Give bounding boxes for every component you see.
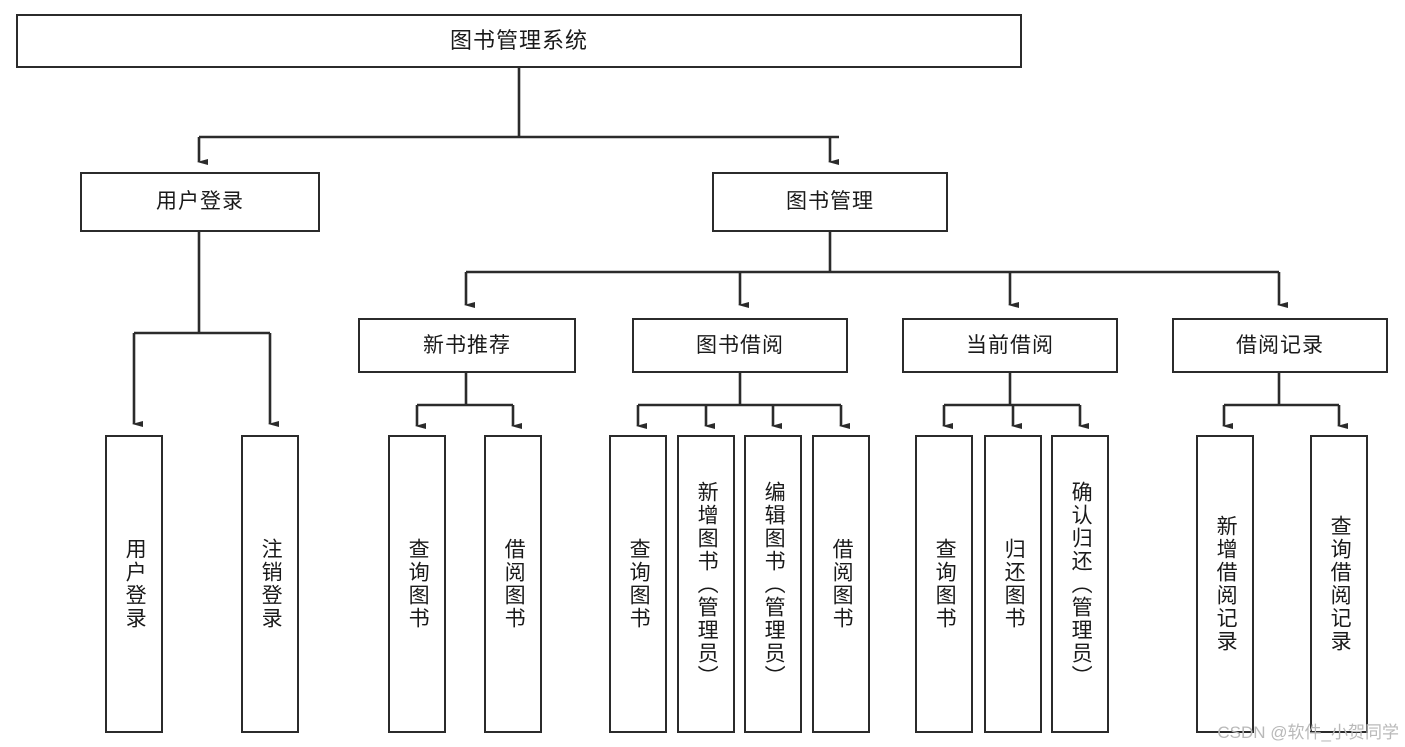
leaf-user-login-signout[interactable]: 注销登录 <box>241 435 299 733</box>
leaf-label: 查询图书 <box>933 538 957 630</box>
node-borrow-record[interactable]: 借阅记录 <box>1172 318 1388 373</box>
leaf-book-borrow-query[interactable]: 查询图书 <box>609 435 667 733</box>
leaf-label: 新增图书（管理员） <box>695 480 719 688</box>
node-current-borrow[interactable]: 当前借阅 <box>902 318 1118 373</box>
leaf-book-borrow-edit[interactable]: 编辑图书（管理员） <box>744 435 802 733</box>
leaf-label: 编辑图书（管理员） <box>762 480 786 688</box>
leaf-borrow-record-add[interactable]: 新增借阅记录 <box>1196 435 1254 733</box>
node-book-management[interactable]: 图书管理 <box>712 172 948 232</box>
leaf-label: 用户登录 <box>123 538 147 630</box>
leaf-user-login-signin[interactable]: 用户登录 <box>105 435 163 733</box>
node-root-system[interactable]: 图书管理系统 <box>16 14 1022 68</box>
leaf-label: 查询图书 <box>406 538 430 630</box>
leaf-label: 查询借阅记录 <box>1328 515 1352 653</box>
node-user-login[interactable]: 用户登录 <box>80 172 320 232</box>
leaf-new-book-query[interactable]: 查询图书 <box>388 435 446 733</box>
leaf-borrow-record-query[interactable]: 查询借阅记录 <box>1310 435 1368 733</box>
node-new-book-recommend[interactable]: 新书推荐 <box>358 318 576 373</box>
leaf-label: 归还图书 <box>1002 538 1026 630</box>
leaf-current-borrow-return[interactable]: 归还图书 <box>984 435 1042 733</box>
leaf-label: 确认归还（管理员） <box>1069 480 1093 688</box>
leaf-book-borrow-borrow[interactable]: 借阅图书 <box>812 435 870 733</box>
leaf-label: 查询图书 <box>627 538 651 630</box>
leaf-label: 注销登录 <box>259 538 283 630</box>
leaf-label: 借阅图书 <box>502 538 526 630</box>
leaf-label: 借阅图书 <box>830 538 854 630</box>
watermark-text: CSDN @软件_小贺同学 <box>1217 723 1399 742</box>
leaf-current-borrow-query[interactable]: 查询图书 <box>915 435 973 733</box>
leaf-label: 新增借阅记录 <box>1214 515 1238 653</box>
leaf-book-borrow-add[interactable]: 新增图书（管理员） <box>677 435 735 733</box>
node-book-borrow[interactable]: 图书借阅 <box>632 318 848 373</box>
leaf-new-book-borrow[interactable]: 借阅图书 <box>484 435 542 733</box>
leaf-current-borrow-confirm-return[interactable]: 确认归还（管理员） <box>1051 435 1109 733</box>
